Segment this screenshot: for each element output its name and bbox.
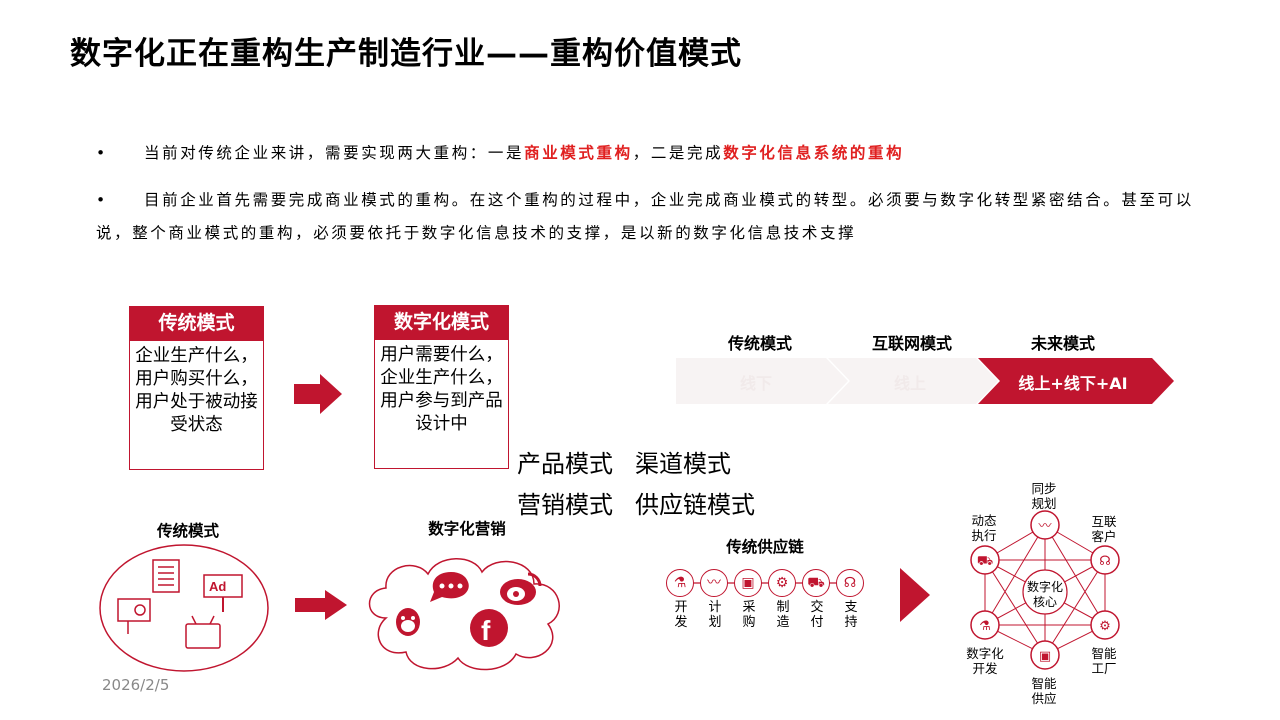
node-plan-icon: [1030, 510, 1060, 540]
svg-text:⚙: ⚙: [1099, 619, 1111, 634]
chain-step-label: 采购: [742, 600, 756, 630]
traditional-media-ellipse: Ad: [99, 544, 269, 672]
model-channel: 渠道模式: [635, 450, 731, 478]
node-factory-icon: [1090, 610, 1120, 640]
chevron-offline-label: 线下: [739, 374, 772, 393]
newspaper-icon: [152, 559, 180, 593]
right-arrow-icon: [295, 590, 347, 620]
core-circle: [1022, 569, 1068, 615]
svg-text:⚗: ⚗: [979, 619, 991, 634]
svg-text:⛟: ⛟: [977, 554, 993, 569]
chain-step-manufacture: ⚙ 制造: [768, 569, 798, 630]
network-center-label: 数字化核心: [1026, 580, 1063, 609]
svg-text:f: f: [481, 615, 491, 646]
node-develop-icon: [970, 610, 1000, 640]
svg-text:☊: ☊: [1099, 554, 1111, 569]
bullet-2: • 目前企业首先需要完成商业模式的重构。在这个重构的过程中，企业完成商业模式的转…: [96, 184, 1206, 250]
bullet-dot: •: [96, 144, 108, 162]
mode-chevrons: [676, 358, 1174, 404]
bullet-dot: •: [96, 191, 108, 209]
chevron-online-label: 线上: [893, 374, 926, 393]
digital-core-network: 〰 ☊ ⚙ ▣ ⚗ ⛟: [970, 510, 1120, 670]
headset-icon: ☊: [836, 569, 864, 597]
bullet-1-text: 当前对传统企业来讲，需要实现两大重构：一是: [144, 144, 525, 162]
digital-marketing-cloud: f: [368, 558, 560, 671]
node-execute-icon: [970, 545, 1000, 575]
chain-step-plan: 〰 计划: [700, 569, 730, 630]
qq-icon: [396, 608, 420, 636]
sign-board-icon: [117, 598, 151, 634]
section-digital-marketing-label: 数字化营销: [428, 520, 506, 538]
node-customer-icon: [1090, 545, 1120, 575]
network-node-dynamic-execute: 动态执行: [971, 513, 997, 543]
svg-text:〰: 〰: [1038, 519, 1051, 534]
highlight-digital-system: 数字化信息系统的重构: [723, 144, 905, 162]
chain-step-develop: ⚗ 开发: [666, 569, 696, 630]
network-node-sync-plan: 同步规划: [1031, 481, 1057, 511]
digital-mode-header: 数字化模式: [374, 305, 509, 339]
chain-step-label: 开发: [674, 600, 688, 630]
page-title: 数字化正在重构生产制造行业——重构价值模式: [70, 36, 742, 72]
network-node-digital-develop: 数字化开发: [966, 646, 1004, 676]
supply-chain: ⚗ 开发 〰 计划 ▣ 采购 ⚙ 制造 ⛟ 交付 ☊ 支持: [662, 568, 872, 630]
network-node-smart-supply: 智能供应: [1031, 676, 1057, 706]
chain-step-deliver: ⛟ 交付: [802, 569, 832, 630]
right-arrow-icon: [294, 374, 342, 414]
mode-label-traditional: 传统模式: [727, 334, 792, 353]
chevron-offline: [676, 358, 848, 404]
gears-icon: ⚙: [768, 569, 796, 597]
model-supply-chain: 供应链模式: [635, 491, 755, 519]
svg-text:▣: ▣: [1039, 649, 1051, 664]
chain-step-label: 交付: [810, 600, 824, 630]
model-marketing: 营销模式: [517, 491, 613, 519]
tv-icon: [185, 615, 221, 649]
box-icon: ▣: [734, 569, 762, 597]
svg-text:Ad: Ad: [209, 579, 226, 594]
section-supply-chain-label: 传统供应链: [726, 538, 804, 556]
chain-step-label: 支持: [844, 600, 858, 630]
model-product: 产品模式: [517, 450, 613, 478]
chain-step-label: 计划: [708, 600, 722, 630]
network-node-connected-customer: 互联客户: [1091, 514, 1117, 544]
mode-label-future: 未来模式: [1030, 334, 1095, 353]
truck-icon: ⛟: [802, 569, 830, 597]
facebook-icon: f: [470, 609, 508, 647]
trend-icon: 〰: [700, 569, 728, 597]
flask-icon: ⚗: [666, 569, 694, 597]
traditional-mode-header: 传统模式: [129, 306, 264, 340]
chain-step-support: ☊ 支持: [836, 569, 866, 630]
triangle-arrow-icon: [900, 568, 930, 622]
chat-bubble-icon: [430, 572, 469, 602]
digital-mode-card: 数字化模式 用户需要什么，企业生产什么，用户参与到产品设计中: [374, 305, 509, 469]
chevron-future-label: 线上+线下+AI: [1018, 374, 1128, 393]
bullet-1-mid: ，二是完成: [632, 144, 724, 162]
chevron-online: [828, 358, 998, 404]
mode-label-internet: 互联网模式: [871, 334, 952, 353]
network-node-smart-factory: 智能工厂: [1091, 646, 1117, 676]
chevron-future: [978, 358, 1174, 404]
bullet-1: • 当前对传统企业来讲，需要实现两大重构：一是商业模式重构，二是完成数字化信息系…: [96, 137, 1206, 170]
highlight-business-model: 商业模式重构: [524, 144, 633, 162]
bullet-2-text: 目前企业首先需要完成商业模式的重构。在这个重构的过程中，企业完成商业模式的转型。…: [96, 191, 1194, 242]
weibo-icon: [500, 572, 542, 605]
slide-date: 2026/2/5: [102, 676, 170, 694]
chain-step-label: 制造: [776, 600, 790, 630]
section-traditional-label: 传统模式: [156, 522, 219, 540]
traditional-mode-body: 企业生产什么，用户购买什么，用户处于被动接受状态: [129, 340, 264, 470]
node-supply-icon: [1030, 640, 1060, 670]
chain-step-purchase: ▣ 采购: [734, 569, 764, 630]
billboard-ad-icon: Ad: [203, 574, 243, 612]
traditional-mode-card: 传统模式 企业生产什么，用户购买什么，用户处于被动接受状态: [129, 306, 264, 470]
digital-mode-body: 用户需要什么，企业生产什么，用户参与到产品设计中: [374, 339, 509, 469]
